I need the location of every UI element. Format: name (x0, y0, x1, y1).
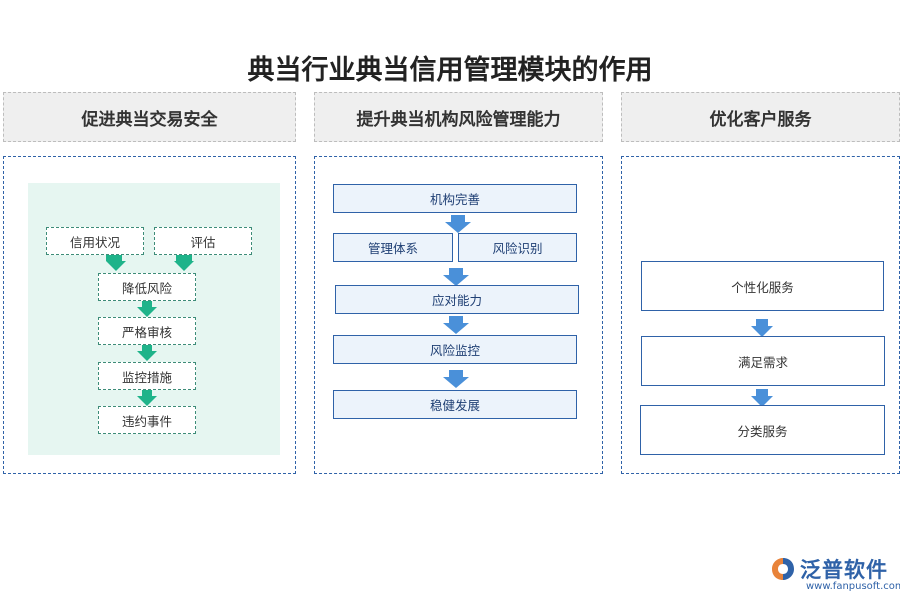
flow-box-strict-review: 严格审核 (98, 317, 196, 345)
column-heading-customer-service: 优化客户服务 (621, 92, 900, 142)
panel-customer-service: 个性化服务 满足需求 分类服务 (621, 156, 900, 474)
arrow-down-icon (137, 301, 157, 317)
flow-box-institution-improvement: 机构完善 (333, 184, 577, 213)
flow-box-stable-development: 稳健发展 (333, 390, 577, 419)
arrow-down-icon (751, 389, 773, 407)
brand-name: 泛普软件 (800, 558, 888, 582)
flow-box-risk-identification: 风险识别 (458, 233, 577, 262)
flow-box-personalized-service: 个性化服务 (641, 261, 884, 311)
flow-box-meet-needs: 满足需求 (641, 336, 885, 386)
arrow-down-icon (137, 390, 157, 406)
flow-box-default-events: 违约事件 (98, 406, 196, 434)
column-heading-transaction-safety: 促进典当交易安全 (3, 92, 296, 142)
flow-box-assessment: 评估 (154, 227, 252, 255)
brand-url: www.fanpusoft.com (806, 581, 900, 592)
column-heading-risk-management: 提升典当机构风险管理能力 (314, 92, 603, 142)
flow-box-categorized-service: 分类服务 (640, 405, 885, 455)
arrow-down-icon (443, 268, 469, 286)
flow-box-monitoring-measures: 监控措施 (98, 362, 196, 390)
panel-transaction-safety: 信用状况 评估 降低风险 严格审核 监控措施 违约事件 (3, 156, 296, 474)
arrow-down-left-icon (106, 255, 126, 271)
arrow-down-icon (137, 345, 157, 361)
flow-box-reduce-risk: 降低风险 (98, 273, 196, 301)
arrow-down-icon (751, 319, 773, 337)
panel-risk-management: 机构完善 管理体系 风险识别 应对能力 风险监控 稳健发展 (314, 156, 603, 474)
page-title: 典当行业典当信用管理模块的作用 (247, 55, 653, 86)
flow-box-credit-status: 信用状况 (46, 227, 144, 255)
arrow-down-icon (443, 370, 469, 388)
fanpu-logo-icon (772, 558, 794, 580)
arrow-down-icon (443, 316, 469, 334)
flow-box-response-capability: 应对能力 (335, 285, 579, 314)
brand-logo: 泛普软件 (770, 554, 888, 584)
arrow-down-right-icon (174, 255, 194, 271)
arrow-down-icon (445, 215, 471, 233)
flow-box-management-system: 管理体系 (333, 233, 453, 262)
flow-box-risk-monitoring: 风险监控 (333, 335, 577, 364)
